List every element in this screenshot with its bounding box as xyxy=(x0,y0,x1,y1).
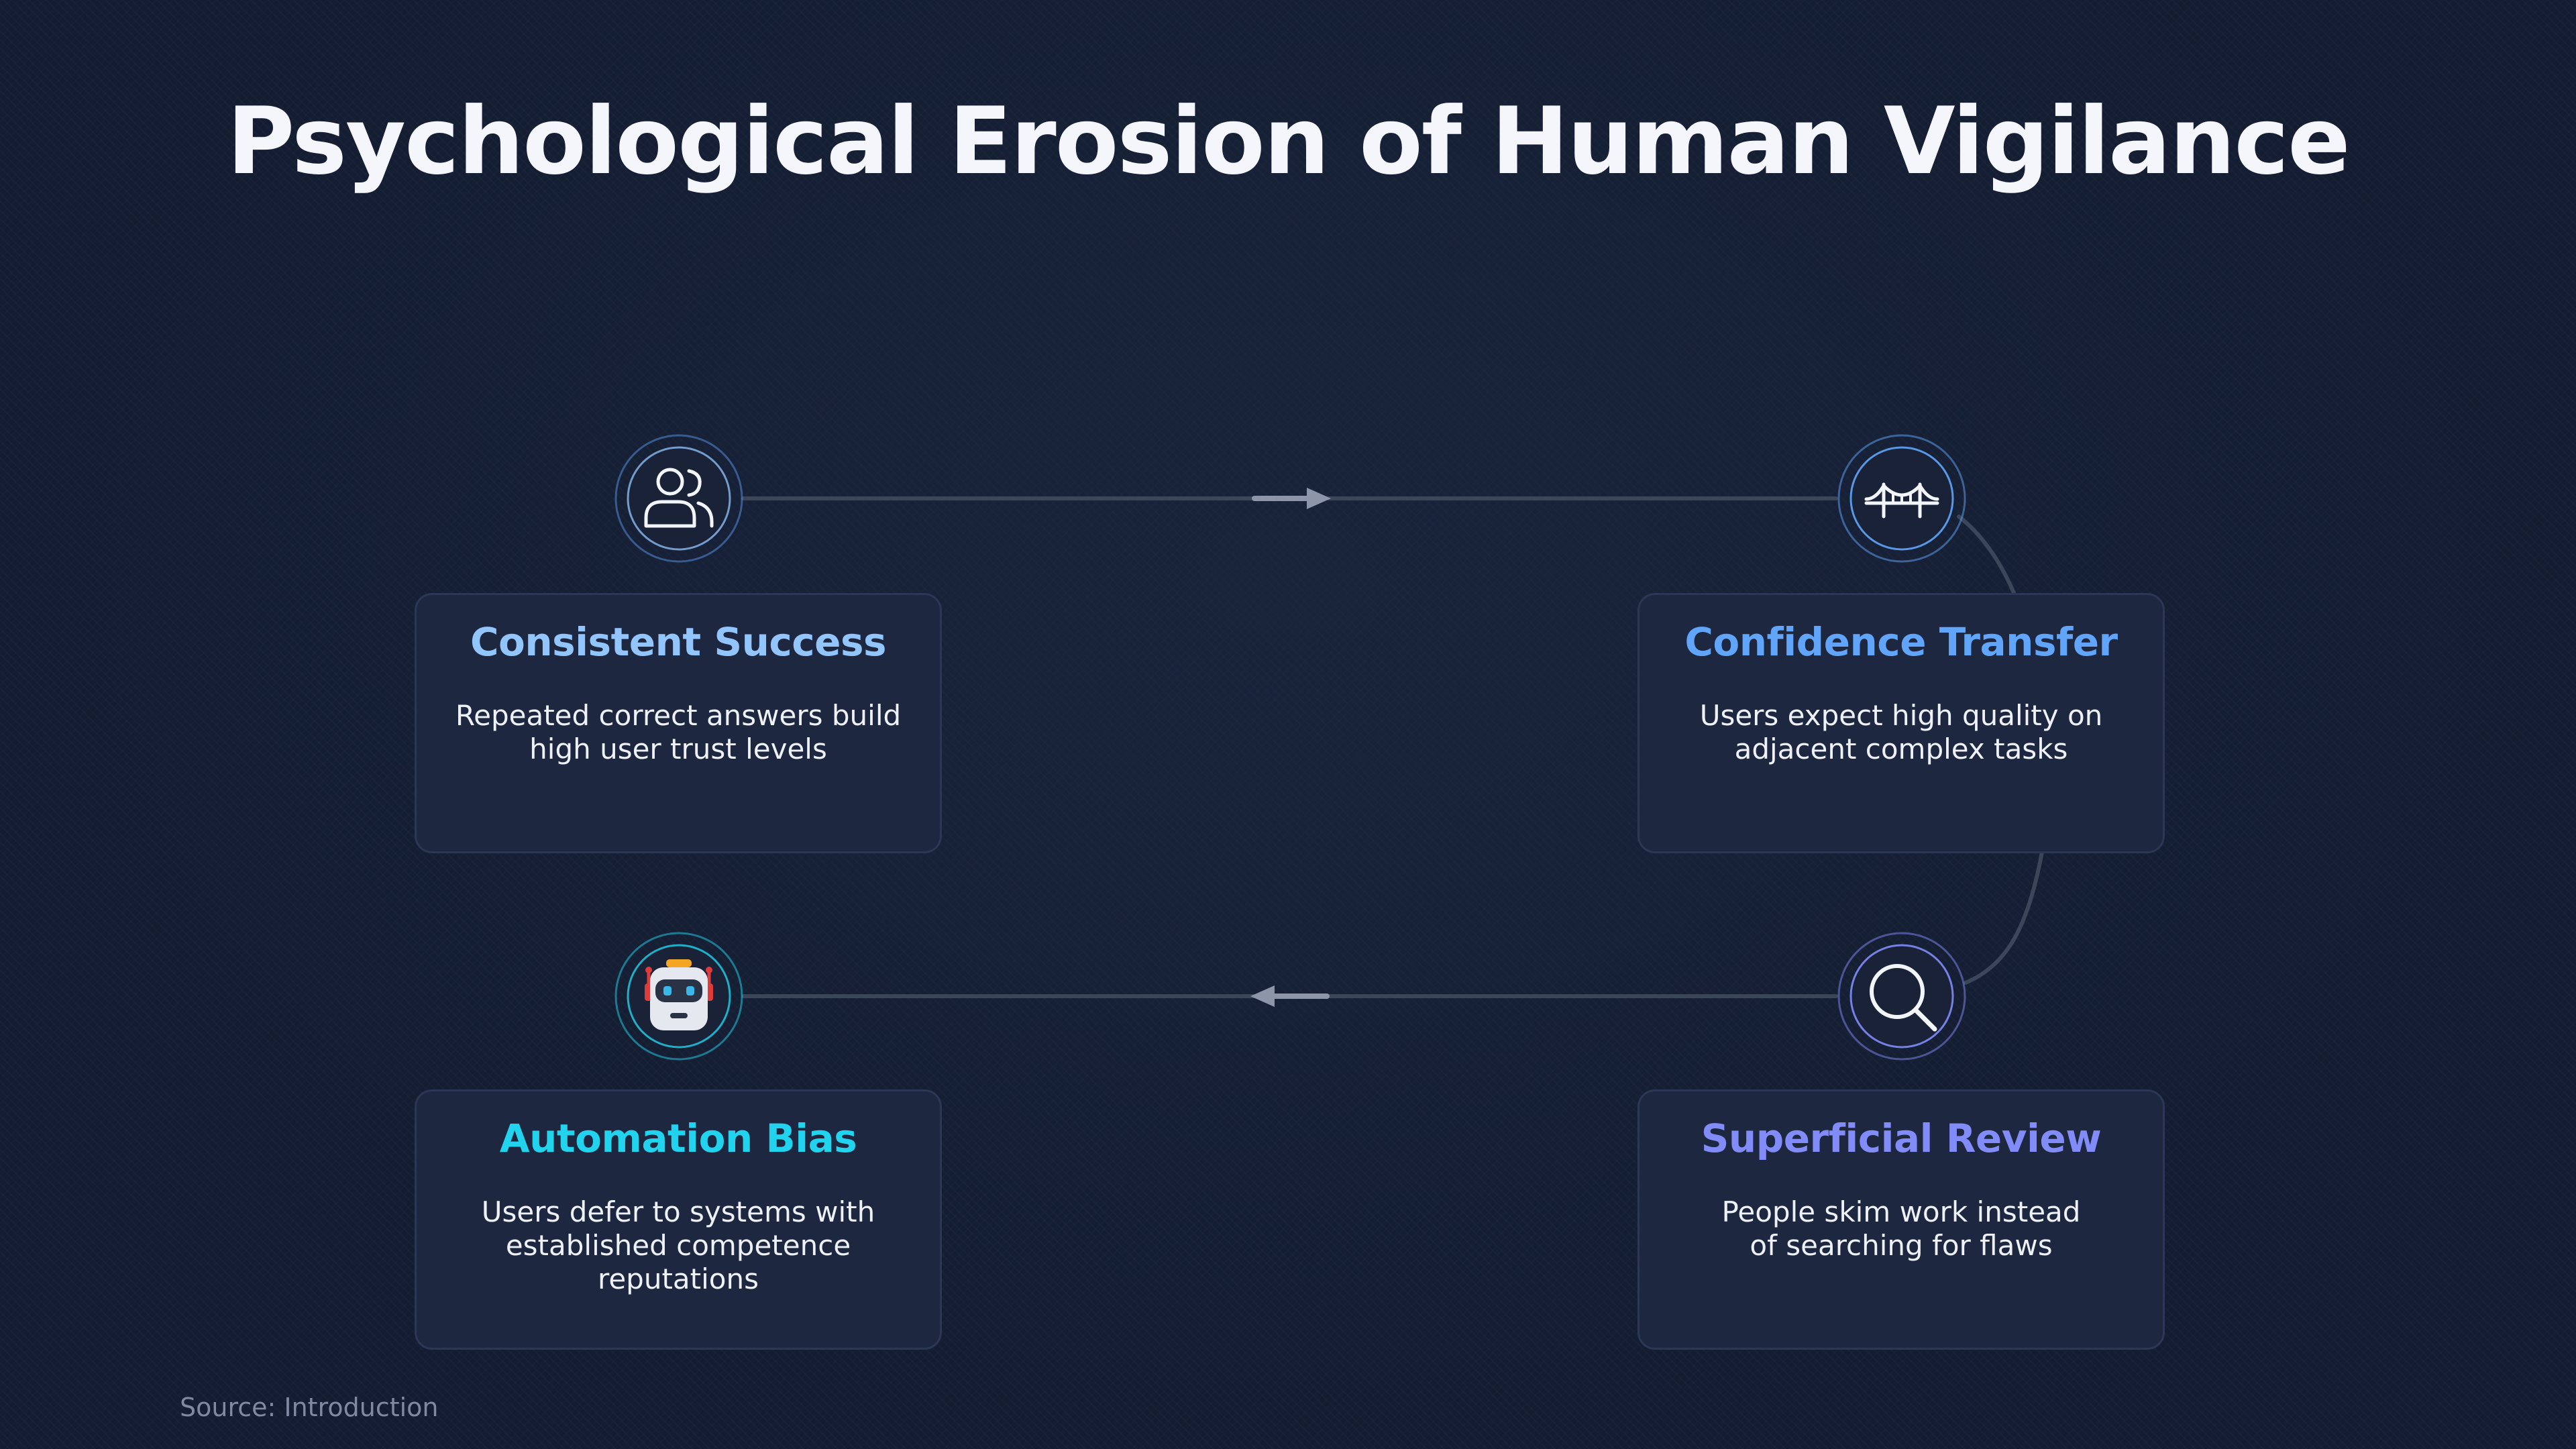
card-description: People skim work instead of searching fo… xyxy=(1721,1195,2081,1262)
card-automation-bias: Automation Bias Users defer to systems w… xyxy=(415,1089,942,1350)
card-consistent-success: Consistent Success Repeated correct answ… xyxy=(415,593,942,853)
card-description: Users expect high quality on adjacent co… xyxy=(1699,698,2103,765)
bridge-icon xyxy=(1837,434,1966,563)
node-automation-bias xyxy=(614,931,744,1061)
arrow-right-icon xyxy=(1252,488,1331,509)
card-superficial-review: Superficial Review People skim work inst… xyxy=(1638,1089,2165,1350)
magnifier-icon xyxy=(1837,932,1966,1061)
node-superficial-review xyxy=(1837,931,1967,1061)
node-consistent-success xyxy=(614,433,744,564)
users-icon xyxy=(614,434,743,563)
card-description: Repeated correct answers build high user… xyxy=(455,698,902,765)
source-caption: Source: Introduction xyxy=(180,1393,439,1422)
card-confidence-transfer: Confidence Transfer Users expect high qu… xyxy=(1638,593,2165,853)
arrow-left-icon xyxy=(1250,985,1330,1007)
card-title: Automation Bias xyxy=(499,1116,857,1161)
card-title: Confidence Transfer xyxy=(1684,619,2118,665)
card-title: Superficial Review xyxy=(1701,1116,2102,1161)
page-title: Psychological Erosion of Human Vigilance xyxy=(227,87,2350,195)
robot-icon xyxy=(614,932,743,1061)
card-description: Users defer to systems with established … xyxy=(481,1195,875,1296)
card-title: Consistent Success xyxy=(470,619,887,665)
node-confidence-transfer xyxy=(1837,433,1967,564)
